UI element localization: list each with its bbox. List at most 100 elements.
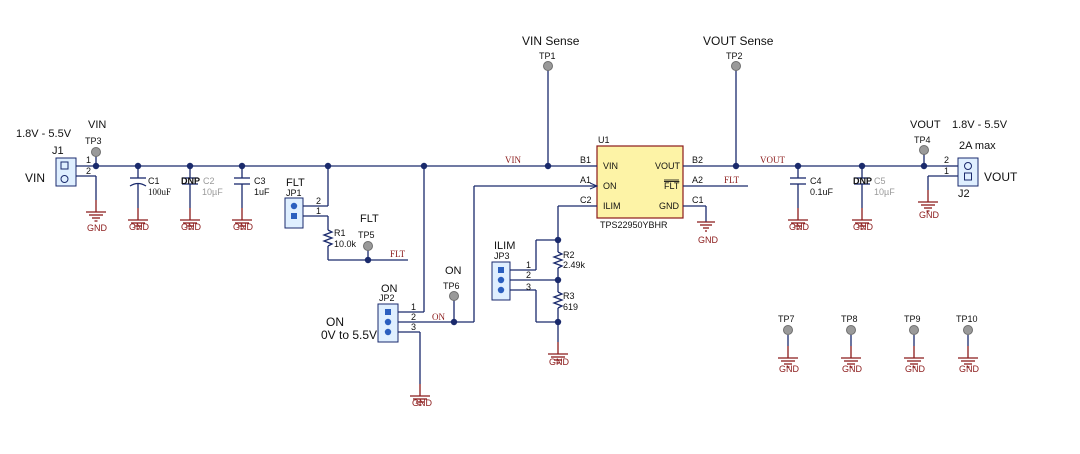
gnd-label-tp7: GND [779,364,800,374]
gnd-label-u1: GND [698,235,719,245]
gnd-label-jp2: GND [412,398,433,408]
j2-connector [957,157,979,187]
u1-pin-gnd: GND [659,201,680,211]
c3-value: 1uF [254,187,270,197]
gnd-label-c2: GND [181,222,202,232]
r1-resistor [322,229,334,247]
on-left-label: ON [326,315,344,329]
vin-top-label: VIN [88,119,106,131]
r3-resistor [552,291,564,309]
flt-top-label: FLT [286,177,305,189]
vin-sense-label: VIN Sense [522,34,580,48]
tp1-testpoint[interactable] [543,61,553,71]
jp3-pin2: 2 [526,270,531,280]
on-label-jp2: ON [381,283,398,295]
gnd-label-c5: GND [853,222,874,232]
vin-left-label: VIN [25,171,45,185]
c5-capacitor [851,166,873,230]
tp4-testpoint[interactable] [919,145,929,155]
tp7-testpoint[interactable] [783,325,793,335]
on-net-label: ON [432,312,445,322]
gnd-label-c4: GND [789,222,810,232]
vout-net-label: VOUT [760,155,785,165]
tp8-label: TP8 [841,314,858,324]
tp2-testpoint[interactable] [731,61,741,71]
u1-ball-b1: B1 [580,155,591,165]
u1-ic [589,145,748,232]
u1-pin-vin: VIN [603,161,618,171]
u1-ball-b2: B2 [692,155,703,165]
tp8-testpoint[interactable] [846,325,856,335]
u1-pin-flt: FLT [664,181,680,191]
jp2-pin3: 3 [411,322,416,332]
c3-capacitor [231,166,253,230]
gnd-label-tp9: GND [905,364,926,374]
r2-value: 2.49k [563,260,586,270]
vout-right-label: VOUT [984,170,1018,184]
u1-ball-c2: C2 [580,195,592,205]
u1-ball-a2: A2 [692,175,703,185]
r3-ref: R3 [563,291,575,301]
vout-range-label: 1.8V - 5.5V [952,119,1008,131]
c4-value: 0.1uF [810,187,834,197]
tp3-label: TP3 [85,136,102,146]
j1-connector [55,157,107,222]
jp1-pin1: 1 [316,206,321,216]
gnd-label-tp8: GND [842,364,863,374]
tp7-group: TP7 GND [777,314,800,374]
jp3-pin1: 1 [526,260,531,270]
tp10-label: TP10 [956,314,978,324]
jp1-pin2: 2 [316,196,321,206]
tp10-testpoint[interactable] [963,325,973,335]
c5-dnp-label: DNP [853,176,872,186]
jp1-ref: JP1 [286,188,302,198]
j2-pin1: 1 [944,166,949,176]
c2-value: 10µF [202,187,223,197]
vin-range-label: 1.8V - 5.5V [16,128,72,140]
c1-ref: C1 [148,176,160,186]
tp8-group: TP8 GND [840,314,863,374]
c2-dnp-label: DNP [181,176,200,186]
gnd-label-c1: GND [129,222,150,232]
vout-sense-label: VOUT Sense [703,34,774,48]
jp2-pin1: 1 [411,302,416,312]
tp3-testpoint[interactable] [91,147,101,157]
r1-value: 10.0k [334,239,357,249]
jp2-pin2: 2 [411,312,416,322]
on-range-label: 0V to 5.5V [321,328,377,342]
u1-ref: U1 [598,135,610,145]
jp2-jumper[interactable] [377,303,399,343]
vout-top-label: VOUT [910,119,941,131]
u1-ball-a1: A1 [580,175,591,185]
tp9-testpoint[interactable] [909,325,919,335]
jp3-pin3: 3 [526,282,531,292]
gnd-label-j2: GND [919,210,940,220]
tp5-testpoint[interactable] [363,241,373,251]
j1-pin2: 2 [86,166,91,176]
tp1-label: TP1 [539,51,556,61]
u1-ball-c1: C1 [692,195,704,205]
jp1-jumper[interactable] [284,197,304,229]
c3-ref: C3 [254,176,266,186]
u1-pin-ilim: ILIM [603,201,621,211]
r2-ref: R2 [563,250,575,260]
c5-value: 10µF [874,187,895,197]
on-top-label: ON [445,265,462,277]
tp5-label: TP5 [358,230,375,240]
r2-resistor [552,251,564,269]
tp10-group: TP10 GND [956,314,980,374]
tp6-testpoint[interactable] [449,291,459,301]
r1-ref: R1 [334,228,346,238]
gnd-label-c3: GND [233,222,254,232]
flt-net-label: FLT [390,249,406,259]
gnd-label-ilim: GND [549,357,570,367]
jp3-jumper[interactable] [491,261,511,301]
c4-capacitor [787,166,809,230]
tp2-label: TP2 [726,51,743,61]
c2-ref: C2 [203,176,215,186]
gnd-label-j1: GND [87,223,108,233]
u1-part: TPS22950YBHR [600,220,668,230]
c1-value: 100uF [148,187,171,197]
tp9-group: TP9 GND [903,314,926,374]
